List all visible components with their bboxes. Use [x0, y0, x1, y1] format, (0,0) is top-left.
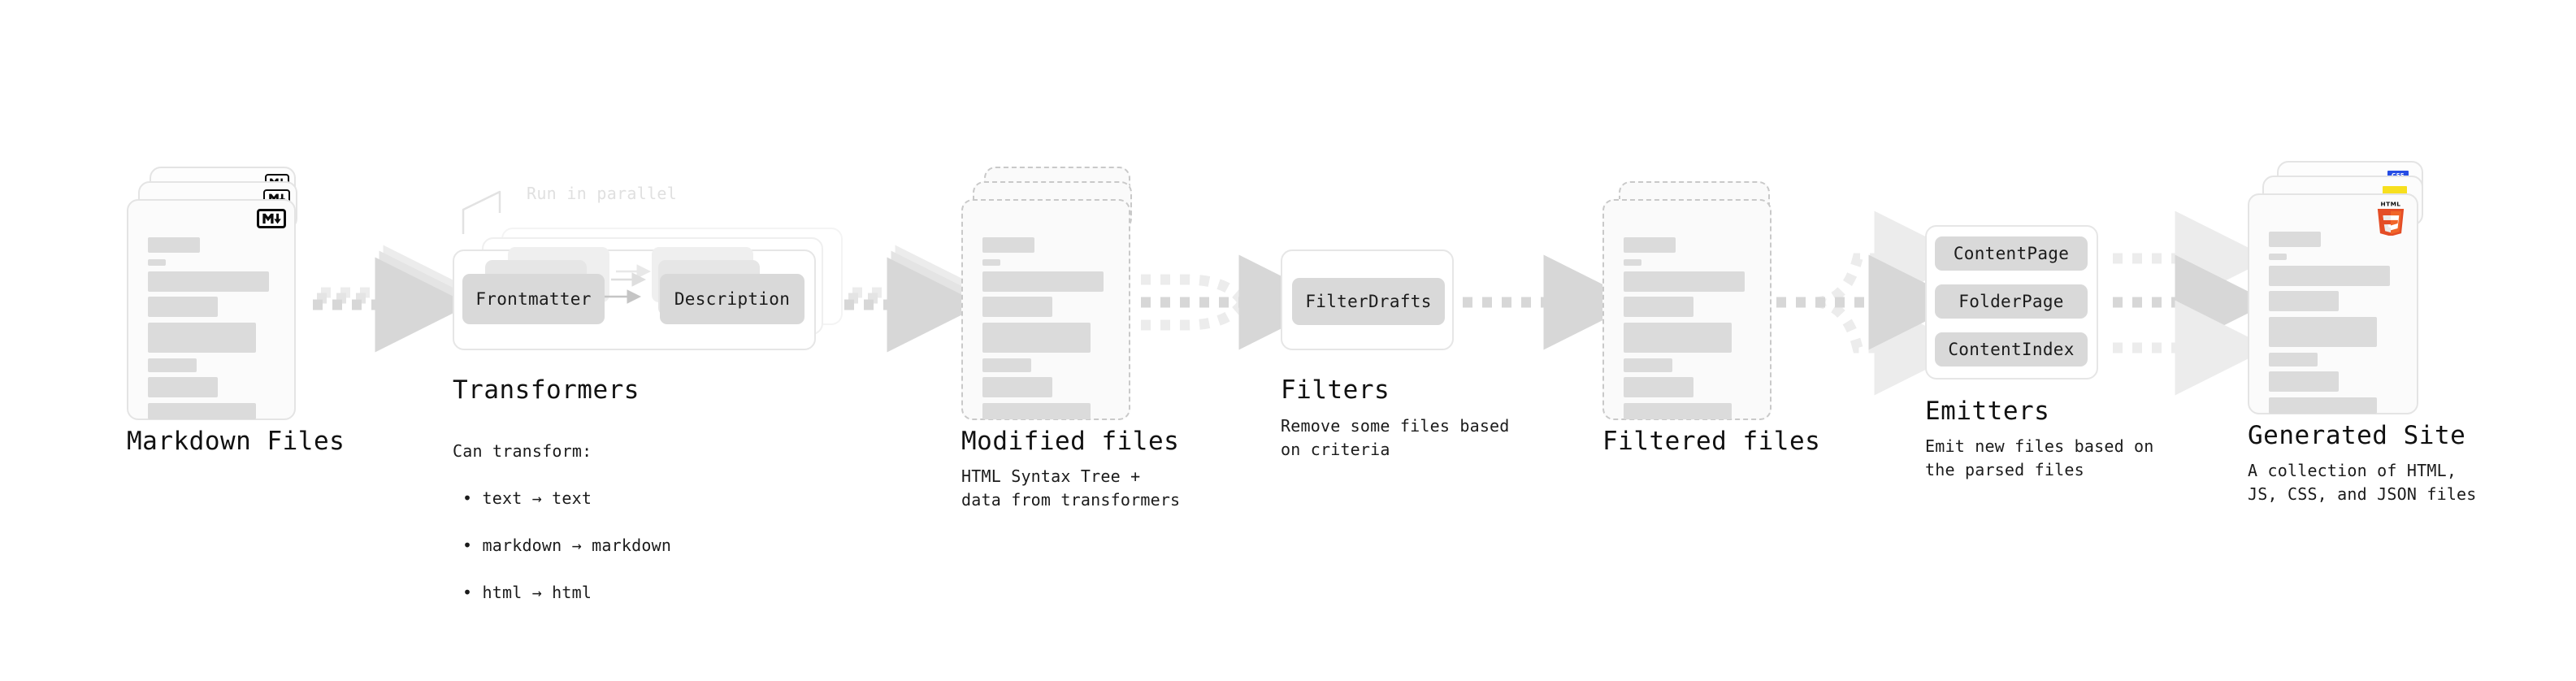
- skeleton-line: [148, 377, 218, 397]
- modified-card-front: [961, 199, 1130, 420]
- html5-icon: HTML: [2374, 200, 2407, 236]
- skeleton-line: [982, 403, 1091, 419]
- skeleton-line: [148, 358, 197, 372]
- skeleton-line: [2269, 317, 2377, 347]
- modified-files-description: HTML Syntax Tree + data from transformer…: [961, 466, 1181, 510]
- connector-filtered-to-emitters: [1776, 210, 1970, 396]
- transformers-desc-line: • markdown → markdown: [462, 536, 672, 555]
- modified-files-stack: [961, 167, 1148, 427]
- filtered-card-front: [1602, 199, 1772, 420]
- emitter-chip-contentindex[interactable]: ContentIndex: [1935, 332, 2088, 367]
- skeleton-line: [1624, 403, 1732, 419]
- skeleton-line: [148, 259, 166, 266]
- skeleton-line: [2269, 353, 2318, 367]
- skeleton-line: [1624, 297, 1693, 317]
- skeleton-line: [148, 237, 200, 253]
- generated-site-label: Generated Site: [2248, 421, 2466, 450]
- skeleton-line: [1624, 271, 1745, 292]
- skeleton-line: [2269, 266, 2390, 286]
- emitters-description: Emit new files based on the parsed files: [1925, 436, 2154, 479]
- transformer-chip-frontmatter[interactable]: Frontmatter: [462, 274, 605, 324]
- skeleton-line: [1624, 358, 1672, 372]
- markdown-files-label: Markdown Files: [127, 427, 345, 456]
- skeleton-line: [982, 323, 1091, 353]
- skeleton-line: [148, 403, 256, 419]
- transformers-desc-line: • text → text: [462, 488, 592, 508]
- connector-modified-to-filters: [1141, 254, 1334, 350]
- skeleton-line: [982, 271, 1104, 292]
- filters-description: Remove some files based on criteria: [1281, 416, 1510, 459]
- skeleton-line: [2269, 254, 2287, 260]
- transformers-desc-line: • html → html: [462, 583, 592, 602]
- markdown-files-stack: [127, 167, 314, 427]
- transformer-chip-description[interactable]: Description: [660, 274, 804, 324]
- filter-chip-filterdrafts[interactable]: FilterDrafts: [1292, 278, 1445, 325]
- skeleton-line: [982, 358, 1031, 372]
- emitters-label: Emitters: [1925, 397, 2050, 426]
- skeleton-line: [2269, 397, 2377, 414]
- skeleton-line: [982, 377, 1052, 397]
- transformers-desc-line: Can transform:: [453, 441, 592, 461]
- connector-markdown-to-transformers: [313, 245, 479, 353]
- skeleton-line: [148, 297, 218, 317]
- run-in-parallel-note: Run in parallel: [527, 184, 678, 203]
- skeleton-line: [1624, 259, 1641, 266]
- skeleton-line: [1624, 323, 1732, 353]
- svg-text:HTML: HTML: [2381, 200, 2401, 207]
- transformers-description: Can transform: • text → text • markdown …: [453, 416, 721, 628]
- filters-label: Filters: [1281, 375, 1390, 405]
- skeleton-line: [982, 259, 1000, 266]
- markdown-card-front: [127, 199, 296, 420]
- generated-site-description: A collection of HTML, JS, CSS, and JSON …: [2248, 461, 2477, 504]
- skeleton-line: [982, 297, 1052, 317]
- skeleton-line: [2269, 371, 2339, 392]
- skeleton-line: [2269, 232, 2321, 247]
- transformers-label: Transformers: [453, 375, 640, 405]
- skeleton-line: [1624, 237, 1676, 253]
- skeleton-line: [982, 237, 1034, 253]
- skeleton-line: [1624, 377, 1693, 397]
- connector-emitters-to-site: [2113, 210, 2270, 396]
- emitter-chip-folderpage[interactable]: FolderPage: [1935, 284, 2088, 319]
- filtered-files-label: Filtered files: [1602, 427, 1821, 456]
- generated-card-html: HTML: [2248, 193, 2418, 414]
- modified-files-label: Modified files: [961, 427, 1180, 456]
- filtered-files-stack: [1602, 167, 1789, 427]
- skeleton-line: [148, 271, 269, 292]
- parallel-leader-line: [462, 190, 501, 234]
- skeleton-line: [2269, 291, 2339, 311]
- emitter-chip-contentpage[interactable]: ContentPage: [1935, 236, 2088, 271]
- markdown-icon: [257, 209, 286, 228]
- generated-site-stack: CSS HTML: [2248, 161, 2443, 429]
- skeleton-line: [148, 323, 256, 353]
